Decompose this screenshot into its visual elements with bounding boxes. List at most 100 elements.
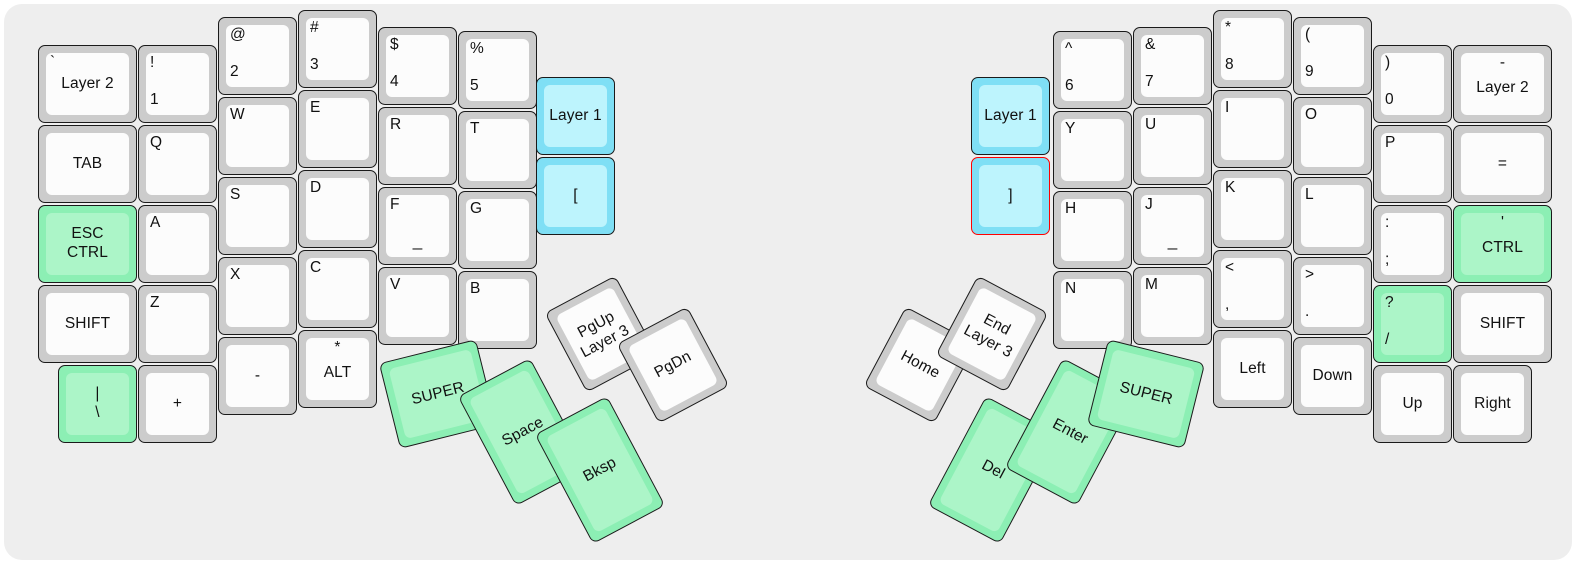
key-g[interactable]: G: [458, 191, 537, 269]
key-minus[interactable]: -: [218, 337, 297, 415]
key-legend-primary: Layer 1: [549, 107, 602, 124]
key-cap-surface: [1221, 338, 1284, 400]
key-cap-surface: [146, 133, 209, 195]
key-cap-surface: [1461, 373, 1524, 435]
key-cap-surface: [146, 53, 209, 115]
key-layer2-left[interactable]: `Layer 2: [38, 45, 137, 123]
key-j[interactable]: J_: [1133, 187, 1212, 265]
key-h[interactable]: H: [1053, 191, 1132, 269]
key-layer2-right[interactable]: -Layer 2: [1453, 45, 1552, 123]
key-right[interactable]: Right: [1453, 365, 1532, 443]
key-cap-surface: [1221, 178, 1284, 240]
key-legend-shifted: !: [150, 54, 155, 71]
key-5[interactable]: %5: [458, 31, 537, 109]
key-8[interactable]: *8: [1213, 10, 1292, 88]
key-cap-surface: [1461, 213, 1544, 275]
key-s[interactable]: S: [218, 177, 297, 255]
key-cap-surface: [979, 85, 1042, 147]
key-1[interactable]: !1: [138, 45, 217, 123]
key-0[interactable]: )0: [1373, 45, 1452, 123]
key-v[interactable]: V: [378, 267, 457, 345]
key-cap-surface: [1221, 98, 1284, 160]
key-legend-shifted: ?: [1385, 294, 1394, 311]
key-6[interactable]: ^6: [1053, 31, 1132, 109]
key-cap-surface: [1061, 279, 1124, 341]
key-l[interactable]: L: [1293, 177, 1372, 255]
key-layer1-left[interactable]: Layer 1: [536, 77, 615, 155]
key-o[interactable]: O: [1293, 97, 1372, 175]
key-slash[interactable]: ?/: [1373, 285, 1452, 363]
key-i[interactable]: I: [1213, 90, 1292, 168]
key-q[interactable]: Q: [138, 125, 217, 203]
key-pipe-backslash[interactable]: |\: [58, 365, 137, 443]
key-legend-base: 8: [1225, 56, 1234, 73]
key-legend-base: 0: [1385, 91, 1394, 108]
key-comma[interactable]: <,: [1213, 250, 1292, 328]
key-c[interactable]: C: [298, 250, 377, 328]
key-up[interactable]: Up: [1373, 365, 1452, 443]
key-shift-right[interactable]: SHIFT: [1453, 285, 1552, 363]
key-layer1-right[interactable]: Layer 1: [971, 77, 1050, 155]
key-plus[interactable]: +: [138, 365, 217, 443]
key-m[interactable]: M: [1133, 267, 1212, 345]
key-alt[interactable]: *ALT: [298, 330, 377, 408]
key-3[interactable]: #3: [298, 10, 377, 88]
key-cap-surface: [226, 265, 289, 327]
key-7[interactable]: &7: [1133, 27, 1212, 105]
key-u[interactable]: U: [1133, 107, 1212, 185]
key-tab[interactable]: TAB: [38, 125, 137, 203]
key-cap-surface: [1141, 275, 1204, 337]
key-period[interactable]: >.: [1293, 257, 1372, 335]
key-e[interactable]: E: [298, 90, 377, 168]
key-legend-primary: Layer 2: [61, 75, 114, 92]
key-cap-surface: [226, 345, 289, 407]
key-legend-primary: Left: [1239, 360, 1266, 377]
key-bracket-right[interactable]: ]: [971, 157, 1050, 235]
key-cap-surface: [1301, 345, 1364, 407]
key-legend-base: H: [1065, 200, 1077, 217]
key-k[interactable]: K: [1213, 170, 1292, 248]
key-cap-surface: [544, 165, 607, 227]
key-legend-shifted: -: [1499, 54, 1506, 71]
key-2[interactable]: @2: [218, 17, 297, 95]
key-w[interactable]: W: [218, 97, 297, 175]
key-t[interactable]: T: [458, 111, 537, 189]
key-legend-base: Z: [150, 294, 160, 311]
key-4[interactable]: $4: [378, 27, 457, 105]
key-semicolon[interactable]: :;: [1373, 205, 1452, 283]
key-shift-left[interactable]: SHIFT: [38, 285, 137, 363]
key-a[interactable]: A: [138, 205, 217, 283]
key-p[interactable]: P: [1373, 125, 1452, 203]
key-legend-base: ,: [1225, 296, 1230, 313]
key-y[interactable]: Y: [1053, 111, 1132, 189]
key-cap-surface: [386, 115, 449, 177]
key-cap-surface: [466, 279, 529, 341]
key-r[interactable]: R: [378, 107, 457, 185]
key-cap-surface: [306, 98, 369, 160]
key-cap-surface: [1061, 119, 1124, 181]
key-bracket-left[interactable]: [: [536, 157, 615, 235]
key-cap-surface: [979, 165, 1042, 227]
key-quote-ctrl[interactable]: 'CTRL: [1453, 205, 1552, 283]
key-equal[interactable]: =: [1453, 125, 1552, 203]
key-legend-base: R: [390, 116, 402, 133]
key-legend-base: Y: [1065, 120, 1076, 137]
key-legend-base: 3: [310, 56, 319, 73]
key-left[interactable]: Left: [1213, 330, 1292, 408]
key-b[interactable]: B: [458, 271, 537, 349]
key-d[interactable]: D: [298, 170, 377, 248]
key-legend-base: I: [1225, 99, 1230, 116]
key-cap-surface: [1061, 199, 1124, 261]
key-legend-base: C: [310, 259, 322, 276]
key-legend-primary: CTRL: [1482, 239, 1523, 256]
key-down[interactable]: Down: [1293, 337, 1372, 415]
key-z[interactable]: Z: [138, 285, 217, 363]
key-n[interactable]: N: [1053, 271, 1132, 349]
key-f[interactable]: F_: [378, 187, 457, 265]
key-x[interactable]: X: [218, 257, 297, 335]
key-9[interactable]: (9: [1293, 17, 1372, 95]
key-cap-surface: [306, 18, 369, 80]
key-cap-surface: [46, 53, 129, 115]
key-cap-surface: [386, 275, 449, 337]
